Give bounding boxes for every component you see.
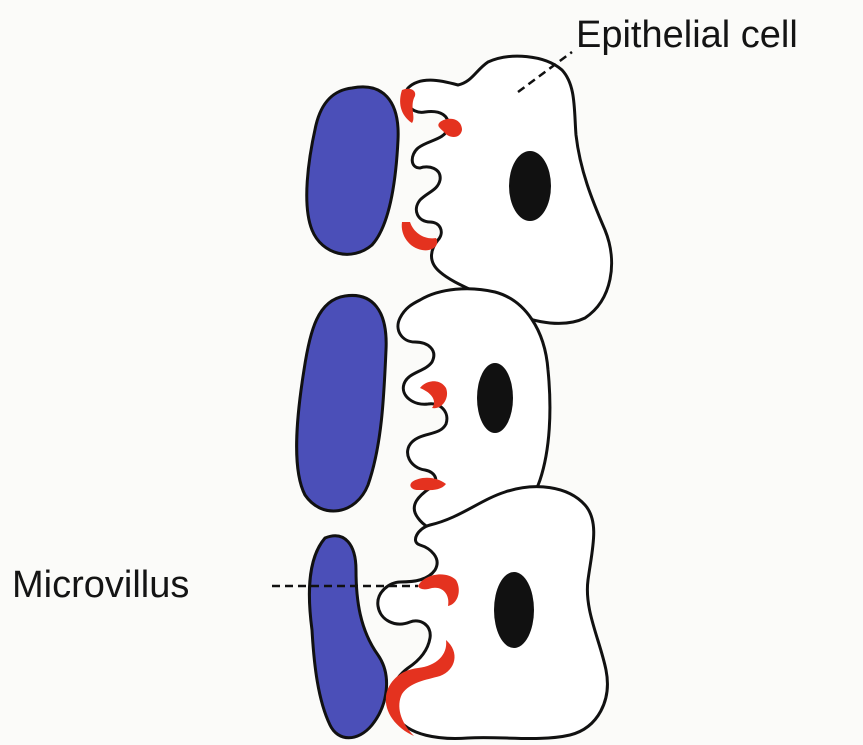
epithelial-cell-label: Epithelial cell [576, 16, 798, 54]
bacterium-bottom [309, 536, 386, 738]
nucleus-bottom [494, 572, 534, 648]
epithelial-cell-top [405, 56, 611, 323]
epithelial-cells-group [378, 56, 612, 738]
epithelial-cell-bottom [378, 487, 608, 739]
microvillus-label: Microvillus [12, 566, 189, 604]
nucleus-middle [477, 363, 513, 433]
bacterium-top [307, 87, 398, 254]
nucleus-top [509, 151, 551, 221]
bacteria-group [297, 87, 399, 738]
bacterium-middle [297, 295, 387, 511]
adhesion-site [402, 222, 437, 250]
